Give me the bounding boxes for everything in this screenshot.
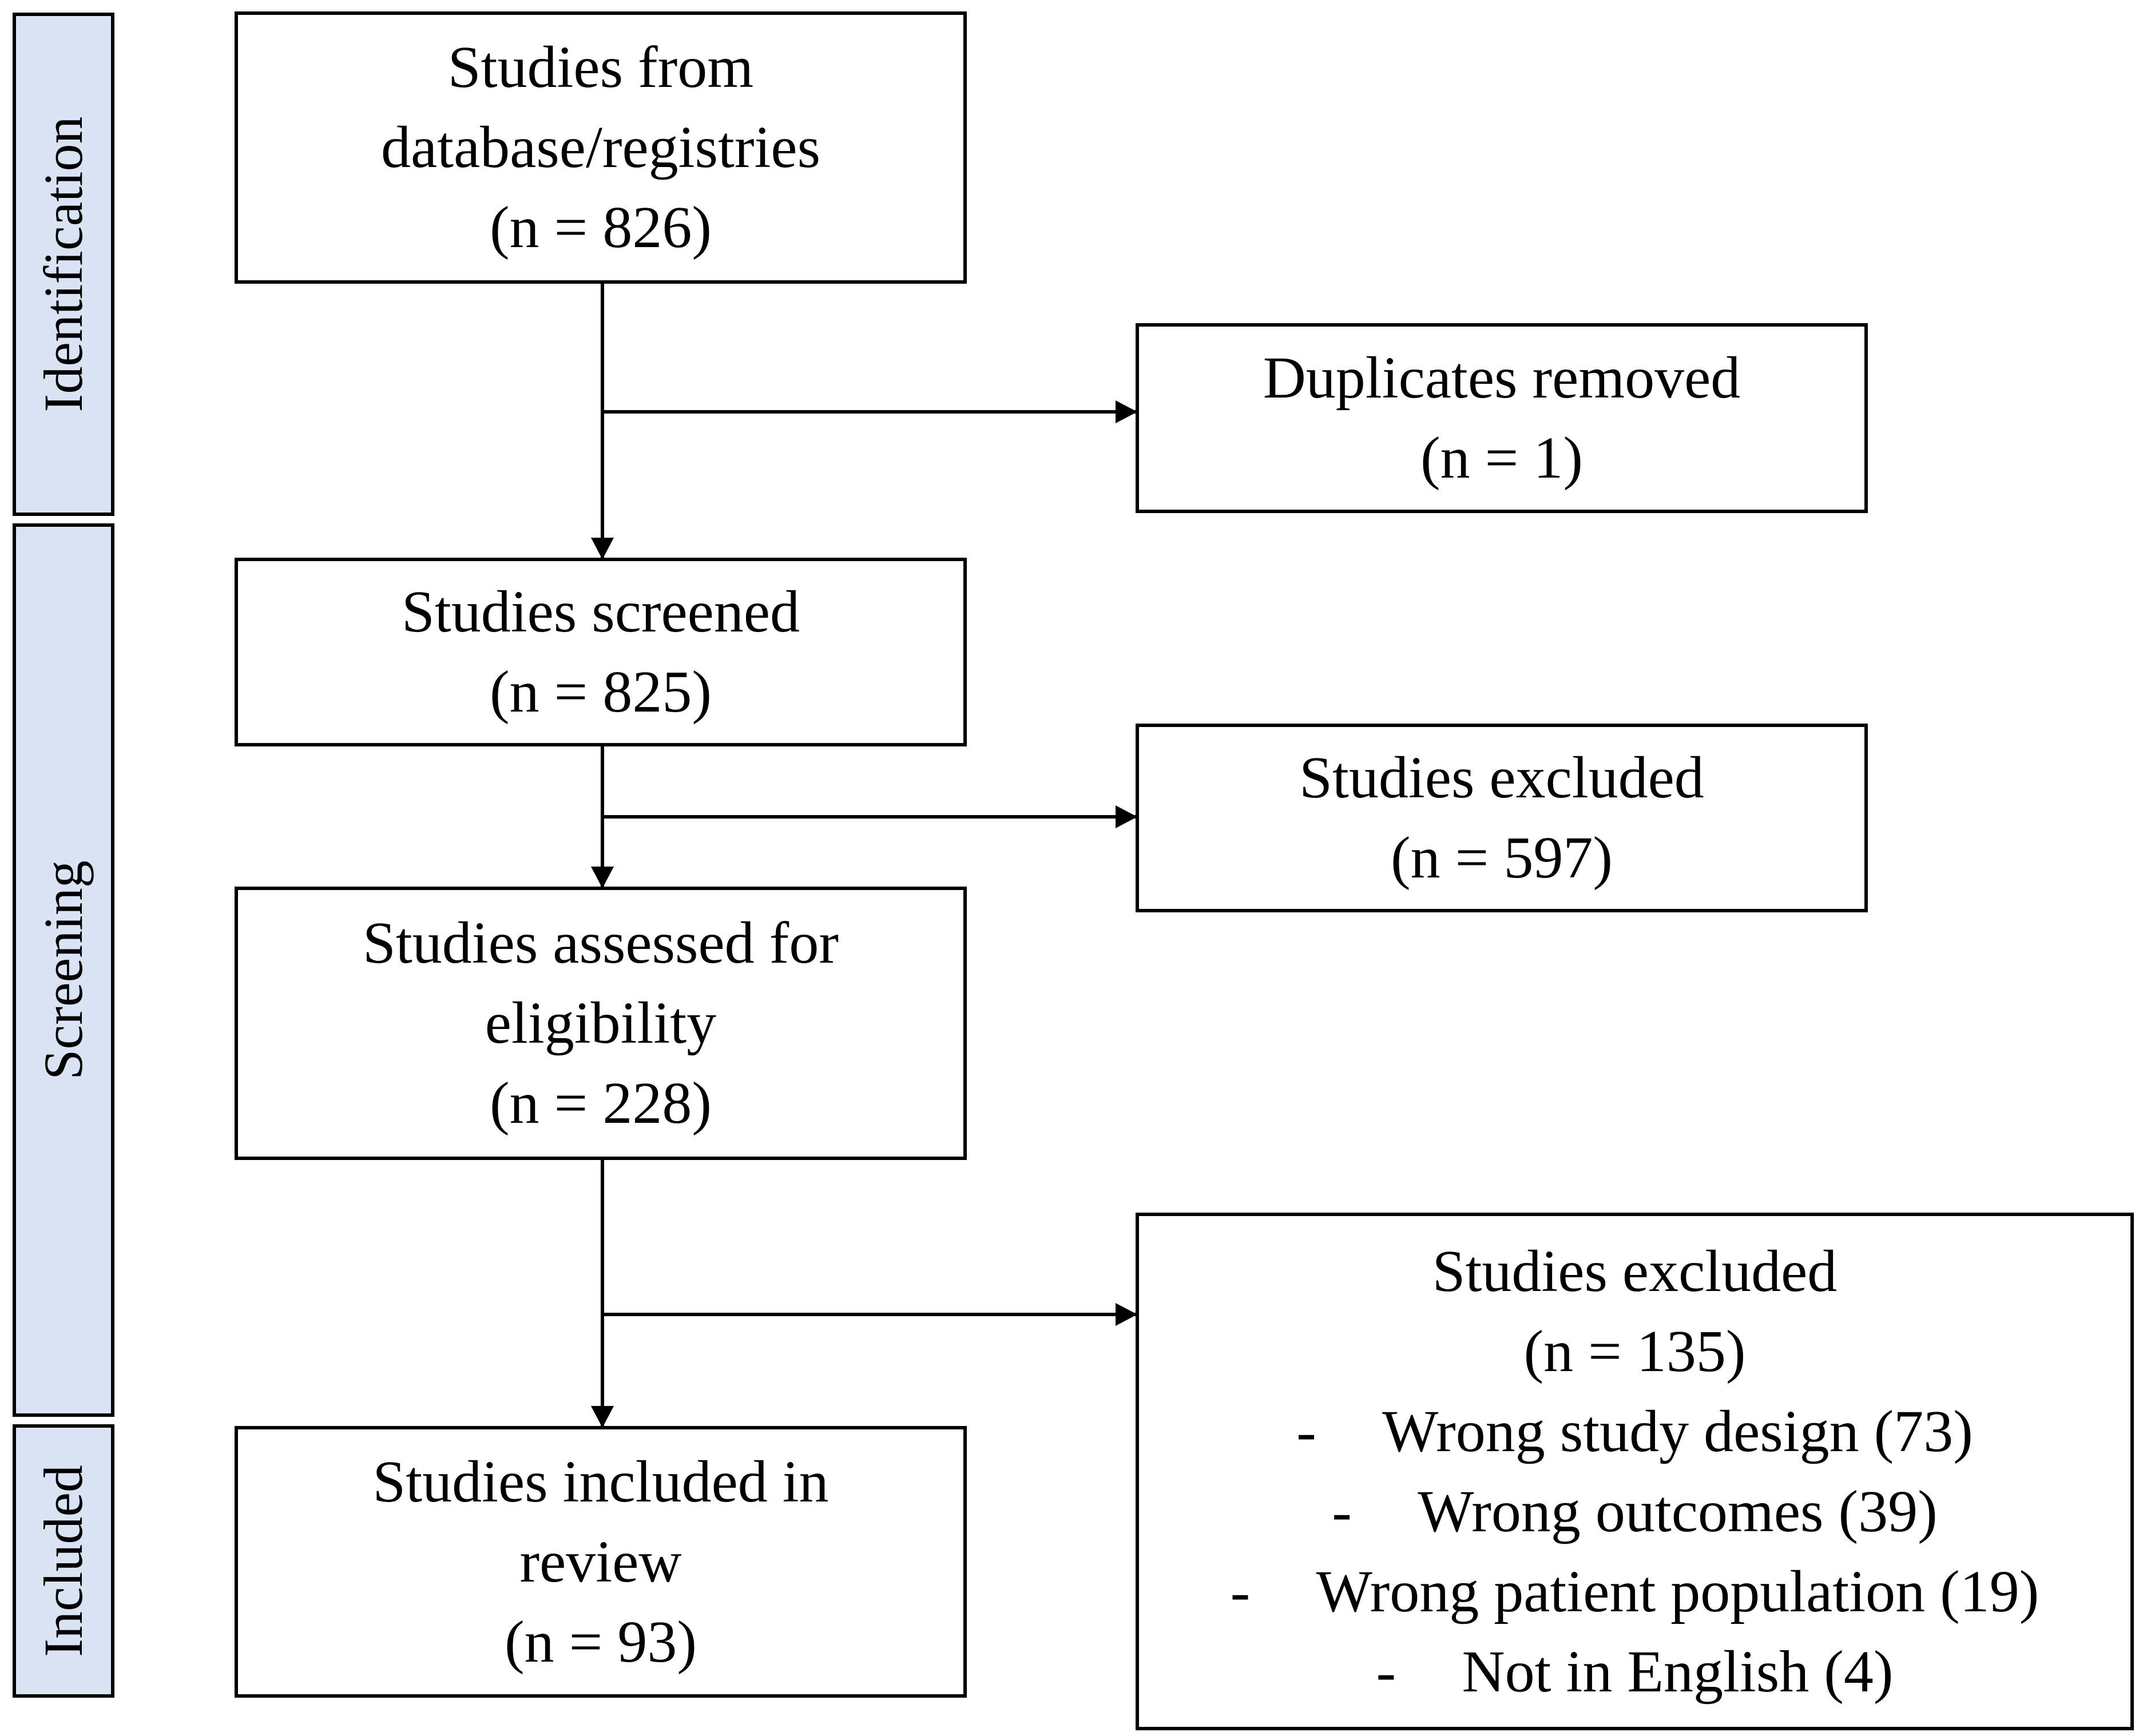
exclusion-reason-text: Wrong outcomes (39) [1418, 1478, 1938, 1544]
box-studies-screened: Studies screened (n = 825) [235, 558, 967, 746]
eligibility-line1: Studies assessed for [363, 910, 839, 976]
exclusion-reason: - Wrong patient population (19) [1231, 1552, 2039, 1632]
arrowhead-excluded-screening [1116, 805, 1137, 828]
box-duplicates-removed: Duplicates removed (n = 1) [1136, 323, 1868, 513]
exclusion-bullet: - [1376, 1638, 1396, 1705]
included-count: (n = 93) [505, 1608, 697, 1675]
exclusion-bullet: - [1332, 1478, 1352, 1544]
arrowhead-duplicates [1116, 400, 1137, 423]
screened-line1: Studies screened [401, 579, 800, 645]
phase-screening: Screening [13, 523, 114, 1417]
eligibility-line2: eligibility [485, 990, 717, 1056]
exclusion-reason: - Wrong outcomes (39) [1231, 1472, 2039, 1552]
arrowhead-included [591, 1406, 614, 1428]
arrowhead-eligibility [591, 867, 614, 888]
box-excluded-screening: Studies excluded (n = 597) [1136, 724, 1868, 912]
box-studies-included: Studies included in review (n = 93) [235, 1426, 967, 1698]
exclusion-reason-text: Wrong patient population (19) [1316, 1558, 2039, 1624]
exclusion-reason: - Wrong study design (73) [1231, 1392, 2039, 1472]
duplicates-count: (n = 1) [1420, 425, 1583, 491]
eligibility-count: (n = 228) [490, 1070, 712, 1136]
exclusion-reason: - Not in English (4) [1231, 1632, 2039, 1712]
box-database-records: Studies from database/registries (n = 82… [235, 11, 967, 284]
arrowhead-excluded-eligibility [1116, 1303, 1137, 1326]
duplicates-line1: Duplicates removed [1263, 345, 1741, 411]
excluded-eligibility-line1: Studies excluded [1432, 1238, 1838, 1304]
excluded-eligibility-count: (n = 135) [1523, 1318, 1746, 1384]
exclusion-reason-text: Not in English (4) [1462, 1638, 1894, 1705]
exclusion-bullet: - [1230, 1558, 1251, 1624]
phase-identification: Identification [13, 13, 114, 516]
phase-included: Included [13, 1424, 114, 1698]
excluded-screening-count: (n = 597) [1391, 825, 1613, 891]
included-line1: Studies included in [372, 1448, 829, 1515]
excluded-screening-line1: Studies excluded [1299, 745, 1704, 811]
arrowhead-screened [591, 538, 614, 559]
database-line2: database/registries [380, 114, 821, 180]
database-count: (n = 826) [490, 194, 712, 260]
exclusion-reason-text: Wrong study design (73) [1382, 1398, 1973, 1464]
exclusion-bullet: - [1296, 1398, 1316, 1464]
box-excluded-eligibility: Studies excluded (n = 135) - Wrong study… [1136, 1213, 2134, 1730]
database-line1: Studies from [447, 34, 754, 100]
box-assessed-eligibility: Studies assessed for eligibility (n = 22… [235, 887, 967, 1160]
included-line2: review [519, 1528, 682, 1595]
screened-count: (n = 825) [490, 659, 712, 725]
